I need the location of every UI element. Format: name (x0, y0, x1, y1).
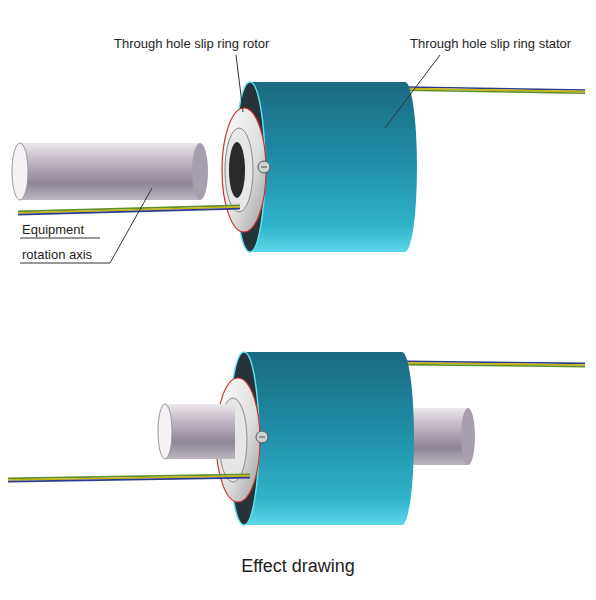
wire-bundle (405, 361, 585, 366)
part-label: Through hole slip ring stator (410, 36, 596, 52)
slip-ring-rotor (222, 108, 270, 232)
shaft-end (12, 143, 28, 200)
wire-bundle (8, 474, 250, 481)
shaft-body (405, 408, 468, 465)
slip-ring-stator (229, 352, 414, 525)
shaft-end (192, 143, 208, 200)
shaft-body (20, 143, 200, 200)
set-screw (261, 167, 267, 168)
set-screw (259, 437, 265, 438)
set-screw (258, 161, 270, 173)
set-screw (256, 431, 268, 443)
part-label: Through hole slip ring rotor (114, 36, 314, 52)
equipment-shaft (12, 143, 208, 200)
stator-body (250, 82, 417, 252)
wire-bundle (405, 87, 585, 93)
equipment-shaft (405, 408, 475, 465)
wire-bundle (18, 205, 240, 214)
caption: Effect drawing (0, 555, 596, 577)
shaft-end (461, 408, 475, 465)
shaft-body (165, 404, 235, 459)
stator-body (244, 352, 414, 525)
equipment-shaft (158, 404, 235, 459)
slip-ring-stator (235, 82, 417, 252)
rotor-hole (229, 142, 245, 198)
shaft-end (158, 404, 172, 459)
part-label: Equipment rotation axis (22, 217, 117, 267)
rotor-hub (225, 128, 253, 212)
